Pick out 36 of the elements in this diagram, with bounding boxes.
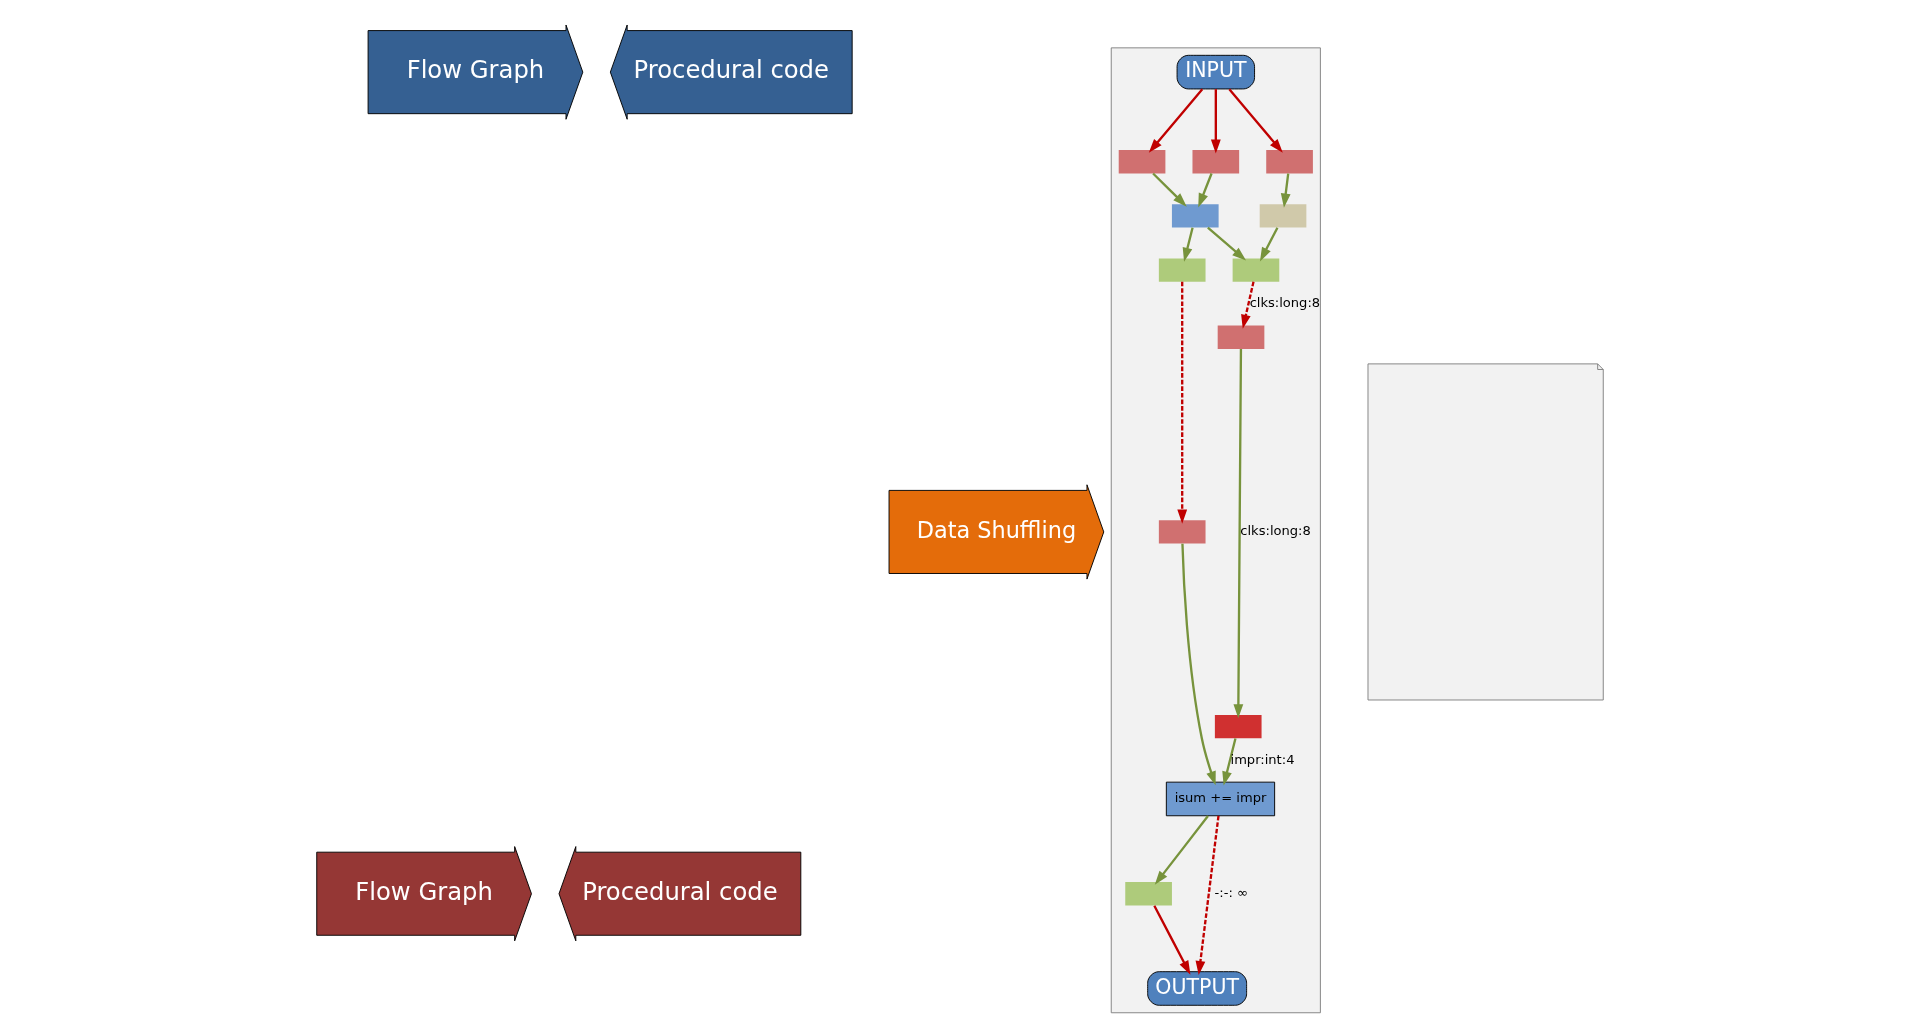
- arrow: [1195, 815, 1220, 976]
- node-box: isum += impr: [1165, 781, 1276, 817]
- edge-label: -:-: ∞: [1214, 885, 1248, 901]
- arrow: [1181, 543, 1216, 786]
- edge-label: clks:long:8: [1240, 523, 1311, 539]
- arrow: [1153, 905, 1191, 975]
- arrow: [1222, 738, 1237, 786]
- node-box: INPUT: [1176, 54, 1256, 90]
- node-box: [1171, 204, 1219, 228]
- arrow: [1177, 281, 1188, 524]
- node-box: [1214, 714, 1262, 739]
- arrow: [1228, 88, 1283, 153]
- node-box: [1232, 258, 1280, 282]
- node-box: [1192, 150, 1240, 174]
- arrow: [1233, 348, 1244, 719]
- cluster: [1110, 47, 1321, 1014]
- node-box: [1158, 258, 1206, 282]
- arrow: [1154, 815, 1209, 885]
- arrow: [1207, 226, 1247, 261]
- arrow: [1148, 88, 1204, 153]
- edge-label: impr:int:4: [1230, 751, 1295, 767]
- arrow: [1210, 89, 1221, 154]
- node-box: [1217, 325, 1265, 349]
- node-box: OUTPUT: [1147, 971, 1248, 1006]
- node-box: [1118, 150, 1166, 174]
- arrow: [1280, 173, 1291, 208]
- arrow: [1182, 227, 1194, 262]
- arrow: [1152, 172, 1187, 207]
- arrow: [1198, 173, 1213, 208]
- node-box: [1158, 520, 1206, 544]
- edge-label: clks:long:8: [1249, 295, 1321, 311]
- node-box: [1125, 882, 1172, 906]
- node-box: [1266, 150, 1313, 174]
- arrow: [1259, 227, 1279, 262]
- arrow: [1241, 281, 1255, 329]
- node-box: [1259, 204, 1307, 228]
